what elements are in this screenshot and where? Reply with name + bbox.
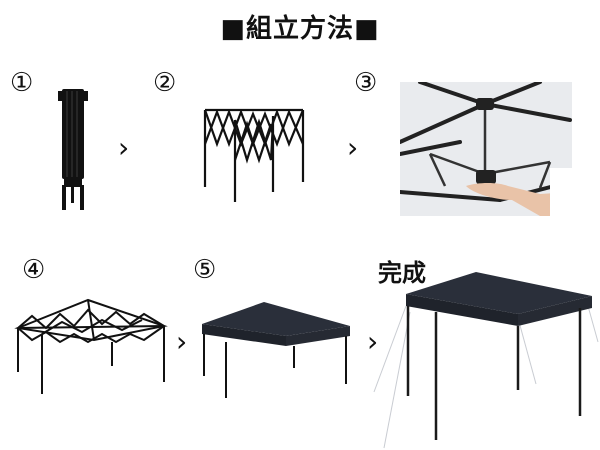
page-title: ■組立方法■ xyxy=(220,14,380,44)
step-1-number: ① xyxy=(10,68,34,98)
step-4-expanded-frame-image xyxy=(14,298,168,394)
step-1-folded-frame-image xyxy=(58,89,88,210)
step-5-canopy-image xyxy=(202,302,350,398)
step-4-number: ④ xyxy=(22,255,46,285)
arrow-1-to-2: › xyxy=(118,131,130,164)
step-5-number: ⑤ xyxy=(193,255,217,285)
step-2-number: ② xyxy=(153,68,177,98)
complete-canopy-image xyxy=(373,272,599,449)
step-3-hub-photo xyxy=(400,82,572,216)
arrow-5-to-complete: › xyxy=(367,325,379,358)
step-3-number: ③ xyxy=(354,68,378,98)
step-2-expanding-frame-image xyxy=(203,108,305,202)
arrow-4-to-5: › xyxy=(176,325,188,358)
arrow-2-to-3: › xyxy=(347,131,359,164)
complete-label: 完成 xyxy=(378,259,426,287)
